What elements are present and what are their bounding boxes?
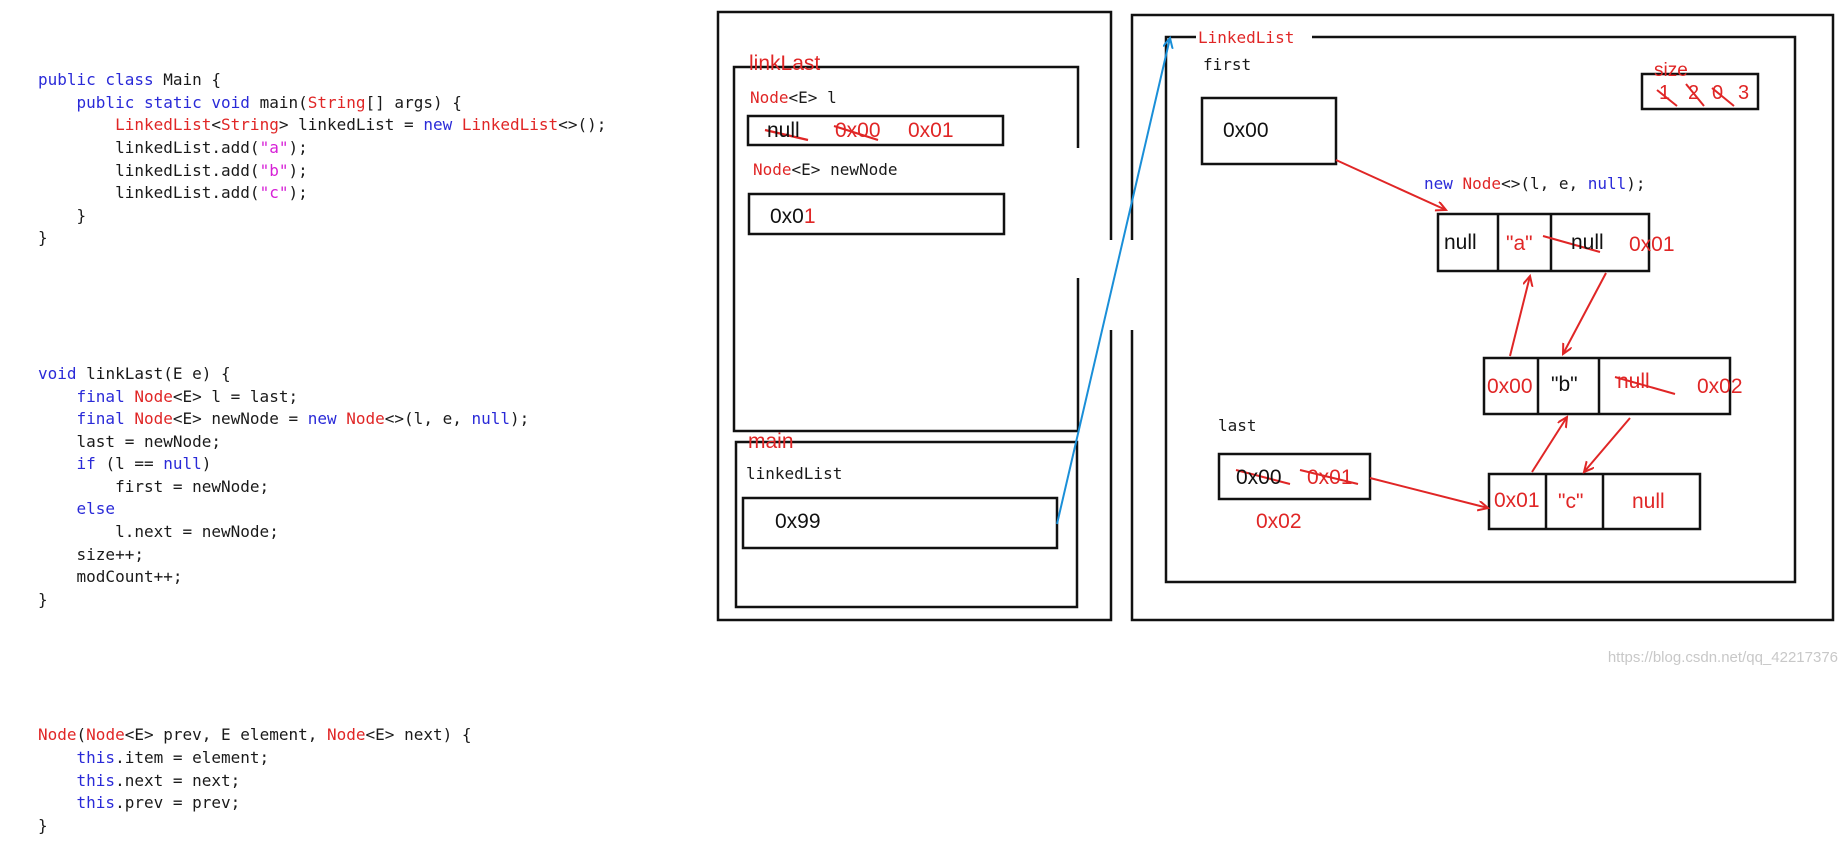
size-struck-1: 1: [1659, 82, 1671, 104]
node-c-prev: 0x01: [1494, 489, 1540, 512]
linkedlist-ref-arrow: [1056, 38, 1170, 525]
last-struck-0x01: 0x01: [1307, 466, 1353, 489]
linkedlist-value: 0x99: [775, 510, 821, 533]
node-b-box: [1482, 356, 1732, 416]
first-value: 0x00: [1223, 119, 1269, 142]
node-c-item: "c": [1558, 490, 1584, 513]
node-b-prev: 0x00: [1487, 375, 1533, 398]
code-line: final Node<E> l = last;: [38, 386, 299, 406]
l-value-box: [746, 114, 1005, 147]
main-frame-box: [734, 440, 1079, 609]
size-struck-0: 0: [1712, 82, 1724, 104]
code-line: size++;: [38, 544, 144, 564]
node-c-next: null: [1632, 490, 1665, 513]
code-line: else: [38, 499, 116, 519]
code-line: linkedList.add("c");: [38, 183, 308, 203]
node-b-next-arrow: [1584, 417, 1631, 472]
node-constructor-code: Node(Node<E> prev, E element, Node<E> ne…: [38, 724, 606, 837]
code-line: public class Main {: [38, 70, 222, 90]
code-line: public static void main(String[] args) {: [38, 92, 462, 112]
code-line: }: [38, 815, 48, 835]
node-b-address: 0x02: [1697, 375, 1743, 398]
code-line: first = newNode;: [38, 476, 270, 496]
code-line: }: [38, 205, 87, 225]
code-line: final Node<E> newNode = new Node<>(l, e,…: [38, 409, 530, 429]
code-line: this.item = element;: [38, 748, 270, 767]
heap-outer-box: [1130, 13, 1835, 622]
diagram-shapes: [716, 10, 1835, 622]
last-struck-0x00: 0x00: [1236, 466, 1282, 489]
code-line: }: [38, 228, 48, 248]
node-b-item: "b": [1551, 373, 1578, 396]
code-line: l.next = newNode;: [38, 522, 279, 542]
size-box: [1640, 72, 1760, 111]
first-value-box: [1200, 96, 1338, 166]
code-line: Node(Node<E> prev, E element, Node<E> ne…: [38, 725, 472, 745]
l-old-null: null: [767, 119, 800, 142]
node-a-next-struck: null: [1571, 231, 1604, 254]
newnode-value: 0x01: [770, 205, 816, 228]
node-a-prev: null: [1444, 231, 1477, 254]
code-line: LinkedList<String> linkedList = new Link…: [38, 115, 607, 135]
code-line: }: [38, 589, 48, 609]
code-line: this.prev = prev;: [38, 793, 241, 813]
main-class-code: public class Main { public static void m…: [38, 69, 606, 250]
code-line: linkedList.add("b");: [38, 160, 308, 180]
code-line: this.next = next;: [38, 770, 241, 790]
l-value: 0x01: [908, 119, 954, 142]
node-a-address: 0x01: [1629, 233, 1675, 256]
linklast-method-code: void linkLast(E e) { final Node<E> l = l…: [38, 363, 606, 612]
linkedlist-object-label: LinkedList: [1198, 28, 1295, 47]
code-line: void linkLast(E e) {: [38, 363, 231, 383]
newnode-value-box: [747, 192, 1006, 236]
last-field-label: last: [1218, 416, 1257, 435]
linkedlist-variable-label: linkedList: [746, 464, 843, 483]
size-field-label: size: [1654, 60, 1688, 81]
node-b-next-struck: null: [1617, 370, 1650, 393]
code-line: modCount++;: [38, 567, 183, 587]
l-variable-label: Node<E> l: [750, 88, 837, 107]
size-value: 3: [1738, 82, 1750, 104]
last-to-node-c-arrow: [1369, 477, 1488, 508]
l-old-0x00: 0x00: [835, 119, 881, 142]
watermark: https://blog.csdn.net/qq_42217376: [1607, 649, 1838, 666]
first-field-label: first: [1203, 55, 1252, 74]
node-a-box: [1436, 212, 1651, 273]
size-struck-2: 2: [1688, 82, 1700, 104]
last-value-box: [1217, 452, 1372, 501]
code-line: if (l == null): [38, 454, 212, 474]
code-line: last = newNode;: [38, 431, 222, 451]
node-c-prev-arrow: [1531, 417, 1567, 473]
first-to-node-a-arrow: [1335, 159, 1446, 210]
linklast-frame-label: linkLast: [749, 52, 821, 75]
newnode-variable-label: Node<E> newNode: [753, 160, 898, 179]
node-a-next-arrow: [1563, 272, 1607, 354]
last-value: 0x02: [1256, 510, 1302, 533]
main-frame-label: main: [748, 430, 794, 453]
code-line: linkedList.add("a");: [38, 137, 308, 157]
new-node-code-label: new Node<>(l, e, null);: [1424, 174, 1646, 193]
node-a-item: "a": [1506, 232, 1533, 255]
node-b-prev-arrow: [1509, 276, 1530, 357]
